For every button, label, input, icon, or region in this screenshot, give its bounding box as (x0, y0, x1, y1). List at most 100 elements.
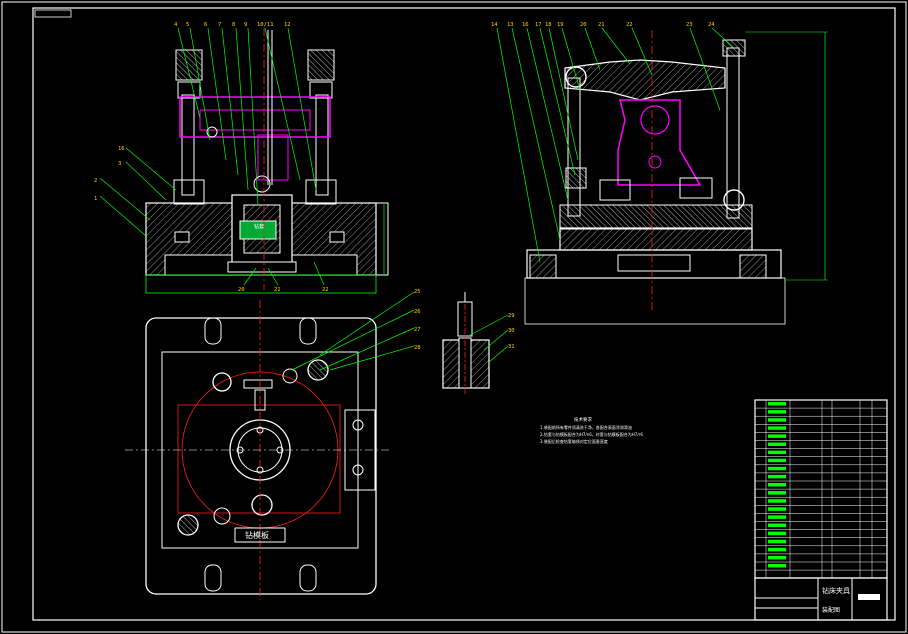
plan-knob-ul (212, 372, 232, 392)
side-workpiece-bore (640, 105, 670, 135)
side-top-balloon: 18 (545, 22, 552, 28)
plan-outline (145, 317, 377, 595)
front-center-base (227, 261, 297, 273)
detail-balloon: 31 (508, 344, 515, 350)
title-block-drawing-name: 钻床夹具 (822, 586, 850, 595)
parts-list-entry-mark (768, 555, 786, 560)
front-view (145, 28, 389, 294)
front-left-nut (175, 49, 203, 81)
parts-list-entry-mark (768, 491, 786, 495)
front-right-spring (309, 81, 333, 99)
side-support-left (599, 179, 631, 201)
side-top-balloon: 20 (580, 22, 587, 28)
parts-list-entry-mark (768, 418, 786, 422)
front-left-balloon: 1 (94, 196, 97, 202)
title-block-scale-stamp: 装配图 (822, 606, 840, 614)
front-base-underside (145, 274, 377, 294)
front-right-clamp (305, 179, 337, 205)
side-center-slot (617, 254, 691, 272)
plan-knob-lc (213, 507, 231, 525)
front-base-flange (375, 202, 389, 276)
parts-list-entry-mark (768, 450, 786, 455)
front-left-balloon: 3 (118, 161, 121, 167)
plan-nameplate (234, 527, 286, 543)
side-right-foot (739, 254, 767, 279)
front-top-balloon: 7 (218, 22, 221, 28)
side-top-balloon: 16 (522, 22, 529, 28)
parts-list-entry-mark (768, 426, 786, 430)
parts-list-entry-mark (768, 434, 786, 438)
parts-list-entry-mark (768, 499, 786, 503)
tech-requirements-title: 技术要求 (574, 416, 592, 423)
front-left-post (181, 94, 195, 196)
front-pin-circle (253, 175, 271, 193)
side-workpiece-hole (648, 155, 662, 169)
parts-list-entry-mark (768, 547, 786, 552)
plan-side-clamp-hole1 (352, 464, 364, 476)
parts-list-entry-mark (768, 466, 786, 471)
side-table (559, 204, 753, 230)
parts-list-entry-mark (768, 531, 786, 536)
parts-list-entry-mark (768, 523, 786, 527)
plan-balloon: 28 (414, 345, 421, 351)
detail-view (442, 292, 490, 395)
plan-knob-ur (307, 359, 329, 381)
side-top-balloon: 24 (708, 22, 715, 28)
side-clamp-bar (564, 59, 726, 101)
side-top-balloon: 17 (535, 22, 542, 28)
parts-list-entry-mark (768, 410, 786, 414)
plan-balloon: 27 (414, 327, 421, 333)
plan-balloon: 26 (414, 309, 421, 315)
side-left-nut (565, 167, 587, 189)
front-center-insert (239, 220, 277, 240)
front-left-spring (177, 81, 201, 99)
plan-view (125, 300, 390, 600)
front-left-clamp (173, 179, 205, 205)
front-top-balloon: 4 (174, 22, 178, 28)
front-right-post (315, 94, 329, 196)
plan-red-frame (177, 404, 341, 514)
parts-list-entry-mark (768, 564, 786, 568)
corner-tag (34, 9, 72, 18)
front-right-nut (307, 49, 335, 81)
front-bottom-balloon: 22 (322, 287, 329, 293)
side-workpiece (617, 99, 702, 186)
tech-requirement-line-2: 2.钻套与钻模板配合为H7/n6，衬套与钻模板配合为H7/r6 (540, 431, 643, 437)
front-top-balloon: 10/11 (257, 22, 274, 28)
side-top-balloon: 13 (507, 22, 514, 28)
front-workpiece-inner (199, 109, 311, 131)
front-left-balloon: 16 (118, 146, 125, 152)
side-right-pivot (723, 189, 745, 211)
parts-list-rows (755, 400, 887, 578)
side-view (524, 30, 828, 325)
plan-side-clamp-hole2 (352, 419, 364, 431)
parts-list-entry-mark (768, 483, 786, 487)
front-top-balloon: 12 (284, 22, 291, 28)
front-workpiece-web (257, 134, 289, 181)
tech-requirement-line-3: 3.装配后检查钻套轴线对定位面垂直度 (540, 438, 608, 444)
detail-balloon: 29 (508, 313, 515, 319)
side-right-column (726, 47, 740, 219)
side-top-balloon: 22 (626, 22, 633, 28)
plan-nameplate-label: 钻模板 (245, 530, 269, 540)
plan-knob-ll (177, 514, 199, 536)
plan-knob-ur2 (282, 368, 298, 384)
side-base (559, 227, 753, 251)
side-top-balloon: 19 (557, 22, 564, 28)
parts-list-entry-mark (768, 474, 786, 479)
side-top-balloon: 14 (491, 22, 498, 28)
parts-list-entry-mark (768, 507, 786, 511)
front-top-balloon: 9 (244, 22, 247, 28)
parts-list-entry-mark (768, 458, 786, 463)
leader-lines (99, 27, 735, 371)
title-block-frame (754, 577, 888, 621)
plan-slot-bl (204, 564, 222, 592)
parts-list-entry-mark (768, 539, 786, 544)
front-workpiece (179, 96, 331, 138)
front-top-balloon: 8 (232, 22, 235, 28)
plan-top-slot (254, 389, 266, 411)
inner-frame (32, 7, 896, 621)
